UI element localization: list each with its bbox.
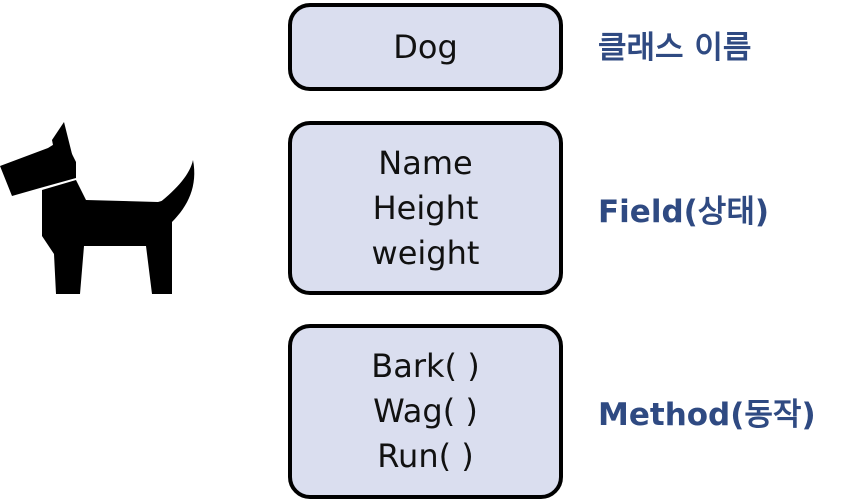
method-box: Bark( ) Wag( ) Run( ) <box>288 324 563 499</box>
field-item: Name <box>378 143 473 182</box>
class-name-box: Dog <box>288 3 563 91</box>
class-name-label: 클래스 이름 <box>598 30 752 66</box>
method-item: Wag( ) <box>373 392 478 430</box>
field-item: Height <box>372 188 479 227</box>
field-item: weight <box>371 233 480 272</box>
class-name-text: Dog <box>393 27 458 66</box>
field-label: Field(상태) <box>598 194 770 230</box>
field-box: Name Height weight <box>288 121 563 295</box>
method-item: Bark( ) <box>371 347 480 385</box>
dog-icon <box>0 122 195 294</box>
method-item: Run( ) <box>377 437 474 475</box>
method-label: Method(동작) <box>598 397 816 433</box>
